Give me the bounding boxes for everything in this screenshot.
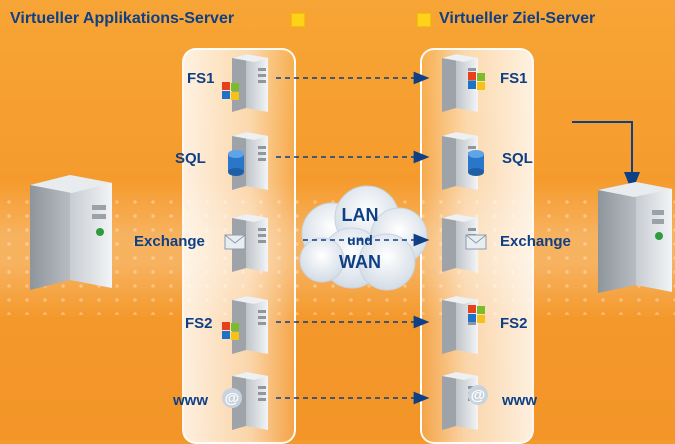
right-label-exchange: Exchange xyxy=(500,233,571,250)
replication-connector xyxy=(572,121,640,192)
right-label-fs2: FS2 xyxy=(500,315,528,332)
right-fs1-server-icon xyxy=(442,54,485,112)
cloud-label-lan: LAN xyxy=(341,205,379,225)
right-fs2-server-icon xyxy=(442,296,485,354)
left-fs2-server-icon xyxy=(222,296,268,354)
left-label-exchange: Exchange xyxy=(134,233,205,250)
left-label-fs1: FS1 xyxy=(187,70,215,87)
left-exchange-server-icon xyxy=(224,214,268,272)
left-label-www: www xyxy=(173,392,209,409)
left-physical-server-icon xyxy=(30,175,112,290)
left-title: Virtueller Applikations-Server xyxy=(10,10,235,27)
right-sql-server-icon xyxy=(442,132,484,190)
right-physical-server-icon xyxy=(598,182,672,293)
cloud-label-wan: WAN xyxy=(339,252,381,272)
right-label-sql: SQL xyxy=(502,150,533,167)
right-label-www: www xyxy=(502,392,538,409)
right-www-server-icon xyxy=(442,372,488,430)
right-title: Virtueller Ziel-Server xyxy=(439,10,596,27)
left-fs1-server-icon xyxy=(222,54,268,112)
right-exchange-server-icon xyxy=(442,214,487,272)
right-label-fs1: FS1 xyxy=(500,70,528,87)
left-sql-server-icon xyxy=(228,132,268,190)
left-label-sql: SQL xyxy=(175,150,206,167)
cloud-icon xyxy=(299,185,428,291)
left-label-fs2: FS2 xyxy=(185,315,213,332)
right-title-square xyxy=(417,13,431,27)
left-www-server-icon xyxy=(222,372,268,430)
left-title-square xyxy=(291,13,305,27)
